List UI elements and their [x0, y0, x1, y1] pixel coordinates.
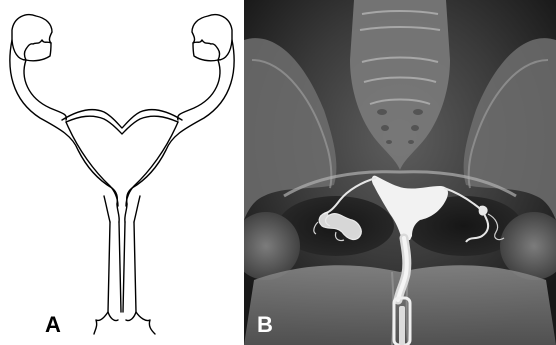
panel-b-xray: B	[244, 0, 556, 345]
panel-a-drawing: A	[0, 0, 244, 345]
vagina-left-wall	[94, 222, 110, 334]
uterine-fundus-inner	[66, 116, 178, 134]
vaginal-orifice-right	[126, 312, 136, 321]
panel-label-b: B	[257, 314, 273, 336]
vagina-right-inner	[123, 222, 125, 312]
vagina-right-wall	[134, 222, 155, 334]
cervix-left-outer	[104, 196, 110, 222]
right-fimbria-inner	[193, 43, 218, 61]
vagina-left-inner	[119, 222, 121, 312]
uterus-line-drawing	[0, 0, 244, 345]
panel-label-a: A	[45, 314, 61, 336]
hysterosalpingogram-xray	[244, 0, 556, 345]
right-fimbria	[192, 15, 232, 60]
cervical-canal-right	[125, 204, 127, 222]
uterine-fundus	[62, 110, 182, 128]
cannula-device-inner	[399, 306, 405, 345]
cervix-right-outer	[134, 196, 140, 222]
vaginal-orifice-left	[108, 312, 118, 321]
left-fimbria	[12, 15, 52, 60]
cervical-canal-left	[117, 204, 119, 222]
right-tube-outer	[127, 40, 234, 204]
left-tube-outer	[10, 40, 117, 204]
left-fimbria-inner	[26, 43, 51, 61]
